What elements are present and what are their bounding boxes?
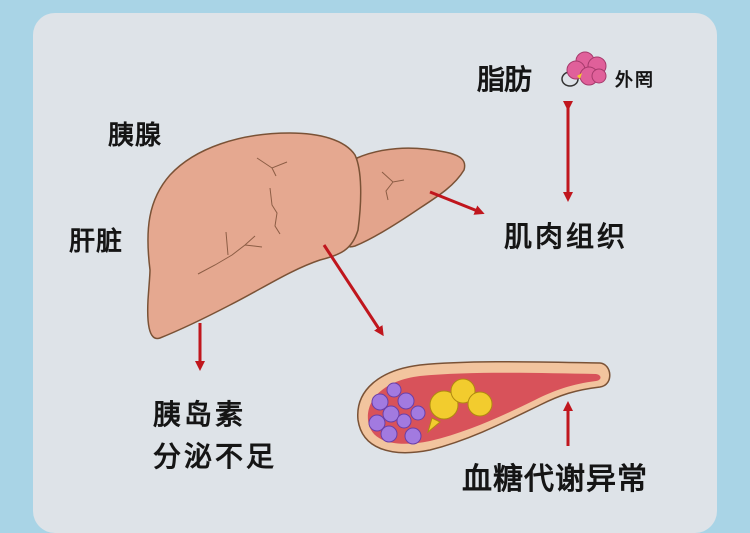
- label-insulin-deficiency: 胰岛素 分泌不足: [153, 394, 277, 478]
- label-fat-right: 外罔: [615, 70, 655, 91]
- label-glucose-metabolism: 血糖代谢异常: [462, 462, 648, 497]
- label-liver: 肝脏: [69, 227, 124, 257]
- liver-icon: [146, 132, 466, 340]
- diagram-illustration: [146, 51, 611, 454]
- blood-vessel-icon: [357, 361, 611, 454]
- label-muscle-tissue: 肌肉组织: [504, 220, 629, 253]
- label-insulin-line2: 分泌不足: [153, 440, 278, 473]
- arrow-liver-to-muscle: [429, 190, 485, 215]
- fat-cell-icon: [561, 51, 607, 87]
- arrow-liver-to-vessel: [322, 244, 384, 337]
- label-insulin-line1: 胰岛素: [153, 398, 247, 431]
- label-pancreas: 胰腺: [108, 121, 163, 151]
- label-fat-left: 脂肪: [477, 63, 532, 96]
